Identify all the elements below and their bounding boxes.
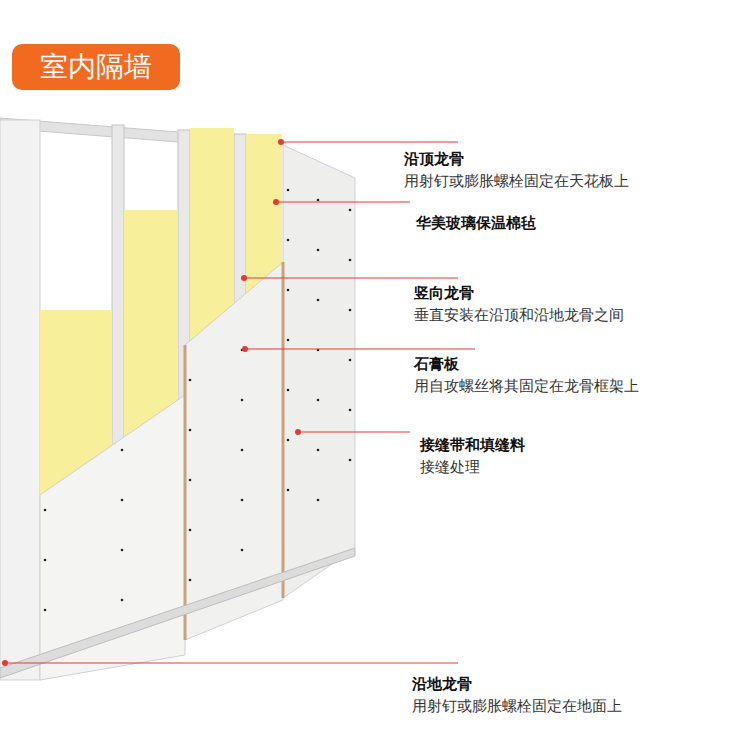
callout-heading: 沿顶龙骨 bbox=[404, 150, 464, 168]
board-edge bbox=[184, 345, 187, 640]
callout-note: 用自攻螺丝将其固定在龙骨框架上 bbox=[414, 377, 639, 395]
stud bbox=[0, 120, 40, 680]
screws bbox=[44, 189, 352, 612]
callout-heading: 接缝带和填缝料 bbox=[420, 436, 525, 454]
callout-dots bbox=[2, 139, 301, 666]
callout-heading: 石膏板 bbox=[414, 355, 459, 373]
callout-heading: 竖向龙骨 bbox=[414, 284, 474, 302]
callout-note: 接缝处理 bbox=[420, 458, 480, 476]
callout-note: 用射钉或膨胀螺栓固定在地面上 bbox=[412, 697, 622, 715]
gypsum-board bbox=[283, 145, 355, 598]
callout-note: 垂直安装在沿顶和沿地龙骨之间 bbox=[414, 306, 624, 324]
callout-note: 用射钉或膨胀螺栓固定在天花板上 bbox=[404, 172, 629, 190]
callout-heading: 沿地龙骨 bbox=[412, 675, 472, 693]
title-badge: 室内隔墙 bbox=[12, 44, 180, 90]
leader-lines bbox=[5, 142, 475, 663]
floor-track bbox=[0, 548, 355, 678]
callout-heading: 华美玻璃保温棉毡 bbox=[416, 214, 536, 232]
board-edge bbox=[282, 262, 285, 598]
